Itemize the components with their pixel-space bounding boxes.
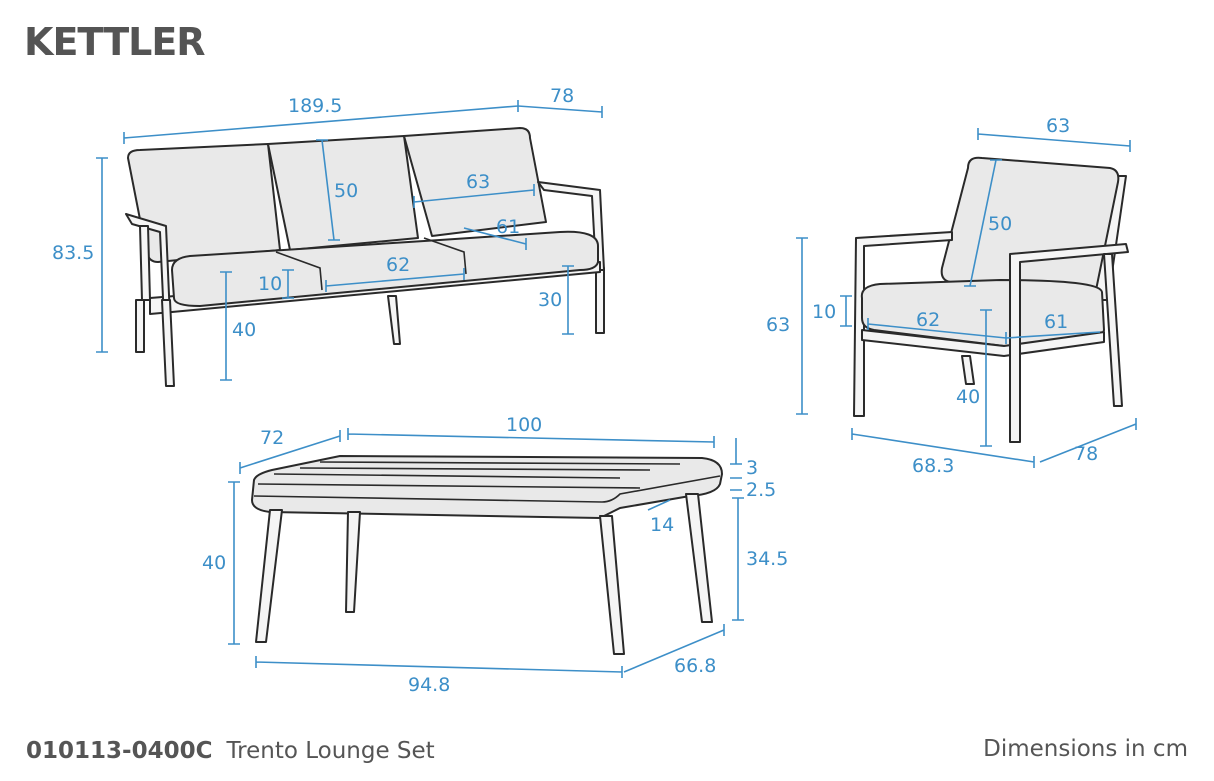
dimension-lines [96,100,1137,678]
sofa-seat-depth-label: 61 [496,216,520,238]
sofa-cushion-width-label: 62 [386,254,410,276]
sofa-depth-label: 78 [550,85,574,107]
product-caption: 010113-0400C Trento Lounge Set [26,738,435,764]
sofa-width-label: 189.5 [288,95,342,117]
chair-seat-width-label: 62 [916,309,940,331]
table-leg-height-label: 34.5 [746,548,788,570]
chair-drawing [853,156,1129,443]
sofa-seat-height-label: 40 [232,319,256,341]
kettler-logo: KETTLER [24,20,206,64]
table-base-length-label: 94.8 [408,674,450,696]
table-height-label: 40 [202,552,226,574]
chair-depth-label: 78 [1074,443,1098,465]
chair-top-width-label: 63 [1046,115,1070,137]
sofa-arm-height-label: 30 [538,289,562,311]
units-note: Dimensions in cm [983,736,1188,762]
chair-seat-height-label: 40 [956,386,980,408]
table-overhang-label: 14 [650,514,674,536]
sofa-height-label: 83.5 [52,242,94,264]
dimension-labels: 189.5 78 83.5 50 63 61 62 10 40 30 63 50… [52,85,1098,696]
chair-seat-depth-label: 61 [1044,311,1068,333]
product-name: Trento Lounge Set [226,738,435,764]
chair-cushion-thickness-label: 10 [812,301,836,323]
sofa-seat-width-label: 63 [466,171,490,193]
chair-back-height-label: 50 [988,213,1012,235]
table-frame-thickness-label: 2.5 [746,479,776,501]
table-depth-top-label: 72 [260,427,284,449]
table-length-label: 100 [506,414,542,436]
chair-height-label: 63 [766,314,790,336]
sofa-back-height-label: 50 [334,180,358,202]
table-base-depth-label: 66.8 [674,655,716,677]
sofa-drawing [125,127,605,387]
chair-width-label: 68.3 [912,455,954,477]
table-drawing [251,455,723,655]
product-code: 010113-0400C [26,738,213,764]
table-slat-thickness-label: 3 [746,457,758,479]
sofa-cushion-thickness-label: 10 [258,273,282,295]
